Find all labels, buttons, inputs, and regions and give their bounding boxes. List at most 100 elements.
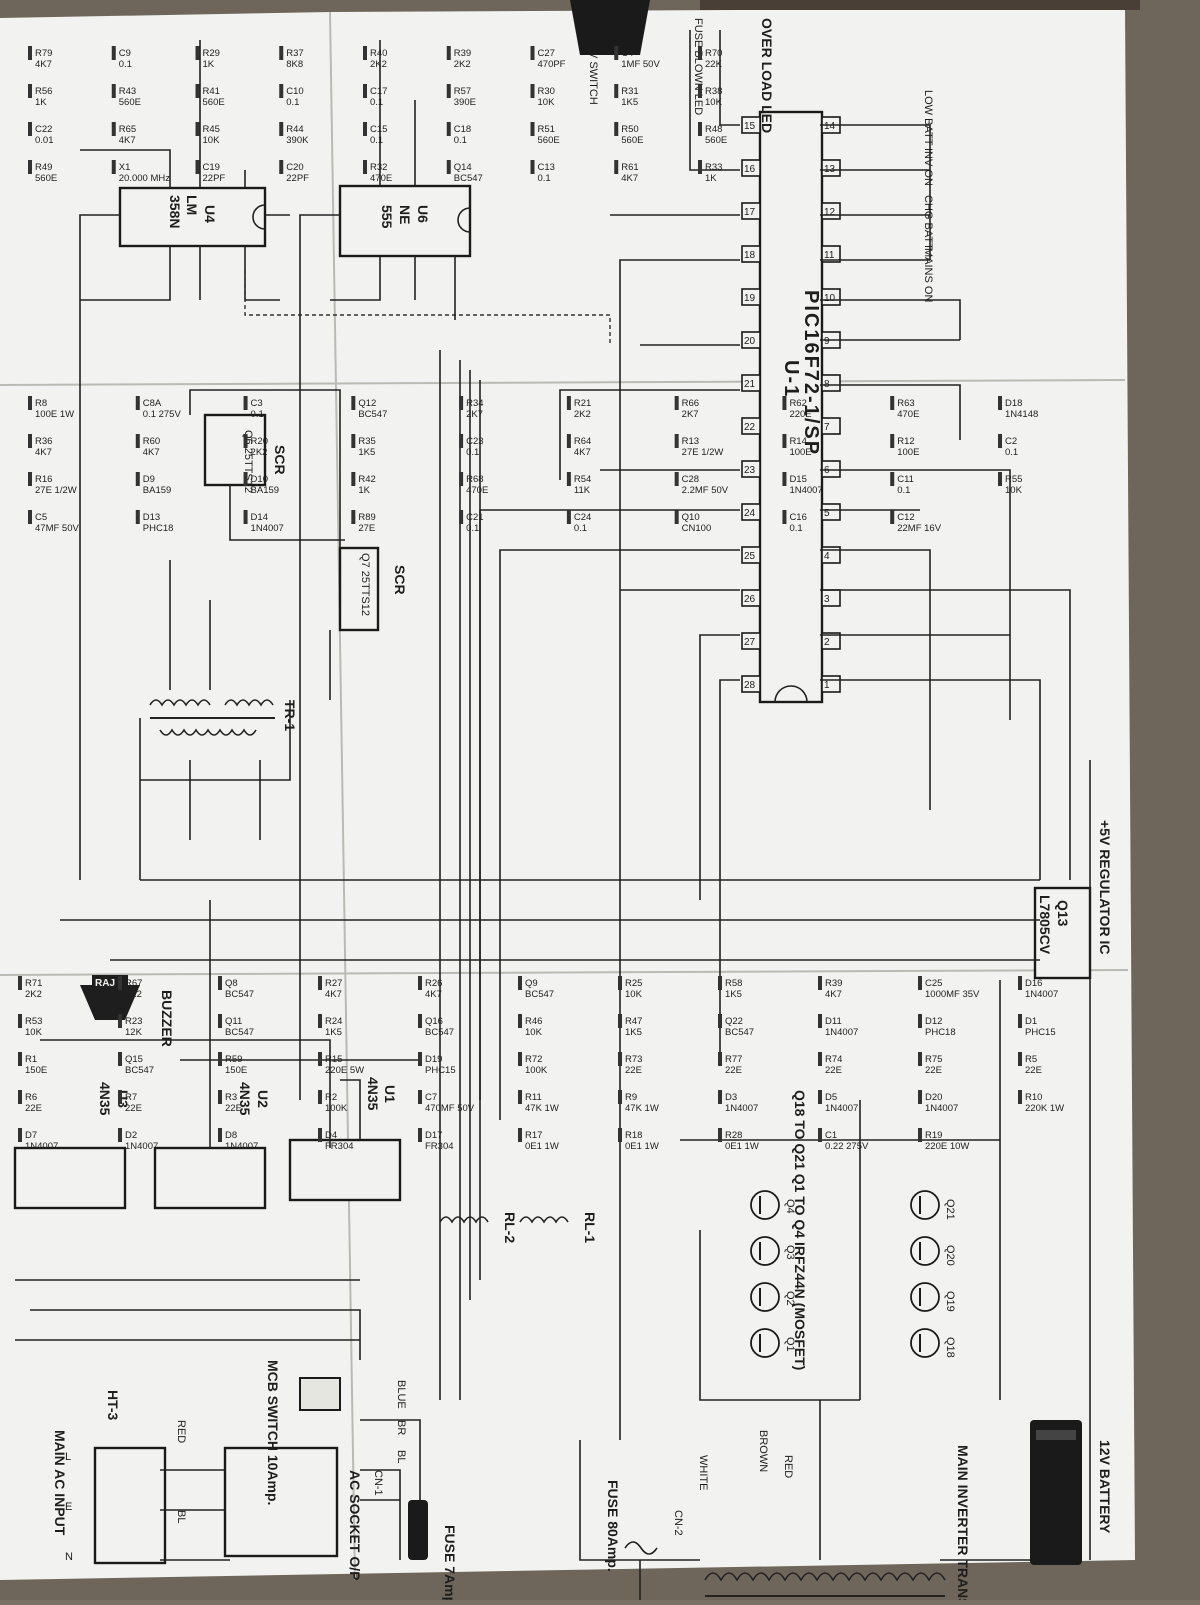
resistor-symbol	[618, 976, 622, 990]
component-value: 1N4007	[1025, 989, 1058, 1000]
component-value: 4K7	[35, 59, 52, 70]
led-chg-batt: CHG BATT	[922, 195, 934, 250]
component-ref: C21	[466, 512, 483, 523]
component-value: 22E	[1025, 1065, 1042, 1076]
component-value: BC547	[425, 1027, 454, 1038]
component-value: 0.1	[251, 409, 264, 420]
pin-number: 3	[824, 594, 830, 605]
component-ref: R1	[25, 1054, 37, 1065]
component-ref: R27	[325, 978, 342, 989]
component-value: 2K2	[370, 59, 387, 70]
component-ref: C11	[897, 474, 914, 485]
component-ref: R35	[358, 436, 375, 447]
component-ref: R50	[621, 124, 638, 135]
component-value: BC547	[454, 173, 483, 184]
resistor-symbol	[318, 1090, 322, 1104]
component-value: PHC18	[143, 523, 174, 534]
component-value: 1MF 50V	[621, 59, 660, 70]
wire-dashed-1	[244, 270, 611, 345]
component-ref: D15	[789, 474, 806, 485]
component-ref: R28	[725, 1130, 742, 1141]
ic-u6-ref: U6	[415, 205, 431, 223]
resistor-symbol	[363, 160, 367, 174]
component-value: 560E	[538, 135, 560, 146]
component-value: BC547	[525, 989, 554, 1000]
pin-box	[741, 460, 761, 478]
component-ref: D14	[251, 512, 268, 523]
mosfet-symbol	[750, 1328, 780, 1358]
resistor-symbol	[111, 160, 116, 174]
ic-u6-part2: 555	[379, 205, 395, 229]
component-value: 2K2	[251, 447, 268, 458]
resistor-symbol	[530, 84, 535, 98]
component-value: 1N4148	[1005, 409, 1038, 420]
component-ref: C18	[454, 124, 471, 135]
component-ref: R25	[625, 978, 642, 989]
component-ref: R2	[325, 1092, 337, 1103]
pin-box	[741, 374, 761, 392]
scr-q7-body	[338, 546, 380, 632]
component-ref: C3	[251, 398, 263, 409]
resistor-symbol	[998, 434, 1002, 448]
resistor-symbol	[18, 1128, 22, 1142]
component-ref: R44	[286, 124, 303, 135]
component-value: 0.01	[35, 135, 54, 146]
main-transformer: MAIN INVERTER TRANSFORMER	[704, 1445, 971, 1605]
resistor-symbol	[459, 434, 464, 448]
pin-number: 19	[744, 293, 756, 304]
wire-ac-sense	[15, 1279, 361, 1360]
pin-box	[741, 546, 761, 564]
resistor-symbol	[782, 396, 787, 410]
component-ref: R53	[25, 1016, 42, 1027]
component-ref: Q14	[454, 162, 472, 173]
component-value: 1N4007	[125, 1141, 158, 1152]
resistor-symbol	[363, 46, 367, 60]
pin-box	[741, 331, 761, 349]
component-value: 1N4007	[225, 1141, 258, 1152]
resistor-symbol	[618, 1052, 622, 1066]
resistor-symbol	[718, 1090, 722, 1104]
component-value: 0.1	[286, 97, 299, 108]
component-ref: R70	[705, 48, 722, 59]
resistor-symbol	[351, 472, 356, 486]
component-ref: C17	[370, 86, 387, 97]
component-value: 4K7	[143, 447, 160, 458]
mosfet-ref: Q4	[784, 1199, 796, 1214]
component-ref: R67	[125, 978, 142, 989]
ic-u4-part2: 358N	[167, 195, 183, 228]
ic-u1-ref: U-1	[780, 360, 802, 398]
resistor-symbol	[459, 396, 464, 410]
component-value: 10K	[525, 1027, 543, 1038]
wire-red2-label: RED	[782, 1455, 794, 1478]
resistor-symbol	[618, 1014, 622, 1028]
mcb-block: MCB SWITCH 10Amp. AC SOCKET O/P CN-1	[223, 1360, 384, 1580]
component-value: 47MF 50V	[35, 523, 79, 534]
component-value: 0.1	[119, 59, 132, 70]
component-value: 1K5	[725, 989, 742, 1000]
component-value: 1K5	[325, 1027, 342, 1038]
component-ref: R57	[454, 86, 471, 97]
resistor-symbol	[1018, 1014, 1022, 1028]
component-value: 10K	[538, 97, 556, 108]
component-ref: R37	[286, 48, 303, 59]
fuse-80a-label: FUSE 80Amp.	[605, 1480, 621, 1572]
resistor-symbol	[698, 84, 702, 98]
resistor-symbol	[118, 976, 122, 990]
pin-number: 4	[824, 551, 830, 562]
resistor-symbol	[18, 1090, 22, 1104]
component-ref: D8	[225, 1130, 237, 1141]
component-ref: R32	[370, 162, 387, 173]
component-ref: R48	[705, 124, 722, 135]
pin-box	[821, 288, 841, 306]
resistor-symbol	[782, 472, 787, 486]
ic-u6-body	[338, 184, 472, 258]
component-ref: C2	[1005, 436, 1017, 447]
component-value: 22E	[625, 1065, 642, 1076]
pin-number: 28	[744, 680, 756, 691]
wire-crystal	[820, 299, 961, 440]
opto-u2-part: 4N35	[237, 1082, 253, 1116]
pin-number: 10	[824, 293, 836, 304]
component-value: 27E	[358, 523, 375, 534]
led-low-batt: LOW BATT	[922, 90, 934, 146]
